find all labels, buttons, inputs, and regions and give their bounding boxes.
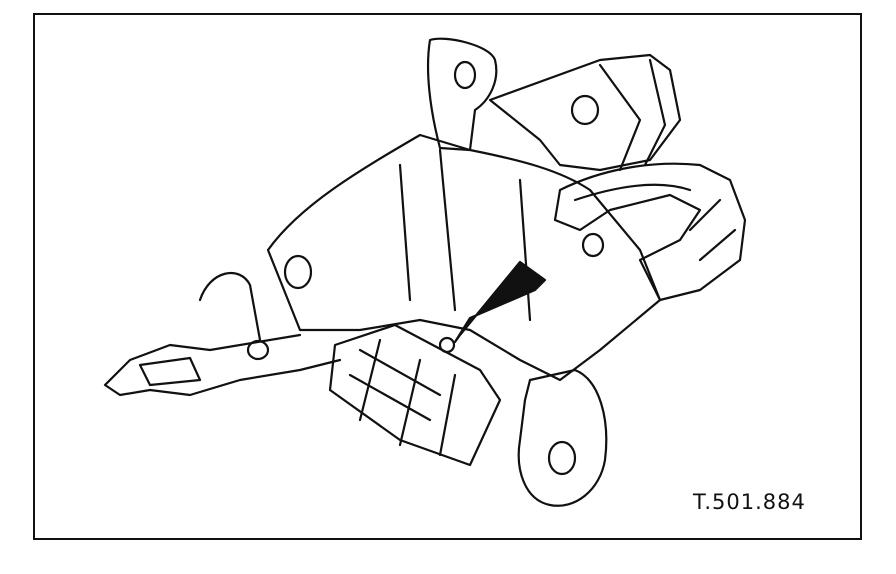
latch-body-plate bbox=[266, 133, 662, 382]
upper-right-bracket bbox=[488, 53, 682, 172]
lever-pivot bbox=[246, 339, 270, 361]
upper-bracket-edge bbox=[598, 58, 667, 172]
switch-housing-grid bbox=[348, 338, 457, 457]
lever-link bbox=[198, 271, 262, 342]
catch-hook bbox=[553, 162, 747, 302]
figure-reference-code: T.501.884 bbox=[693, 490, 806, 514]
top-mount-hole bbox=[453, 60, 477, 90]
lower-mount-hole bbox=[547, 440, 577, 476]
top-mounting-tab bbox=[426, 37, 498, 152]
latch-plate-fold-line bbox=[398, 148, 532, 322]
switch-housing bbox=[328, 323, 502, 467]
switch-screw bbox=[438, 336, 456, 354]
release-lever-arm bbox=[103, 333, 342, 397]
figure-frame bbox=[33, 13, 862, 540]
lower-mounting-tab bbox=[517, 368, 608, 507]
pointer-arrow bbox=[453, 260, 547, 344]
plate-hole-right bbox=[581, 232, 605, 258]
plate-hole-left bbox=[283, 254, 313, 290]
upper-right-hole bbox=[570, 94, 600, 126]
catch-hook-inner bbox=[573, 183, 737, 262]
release-lever-slot bbox=[138, 356, 202, 387]
